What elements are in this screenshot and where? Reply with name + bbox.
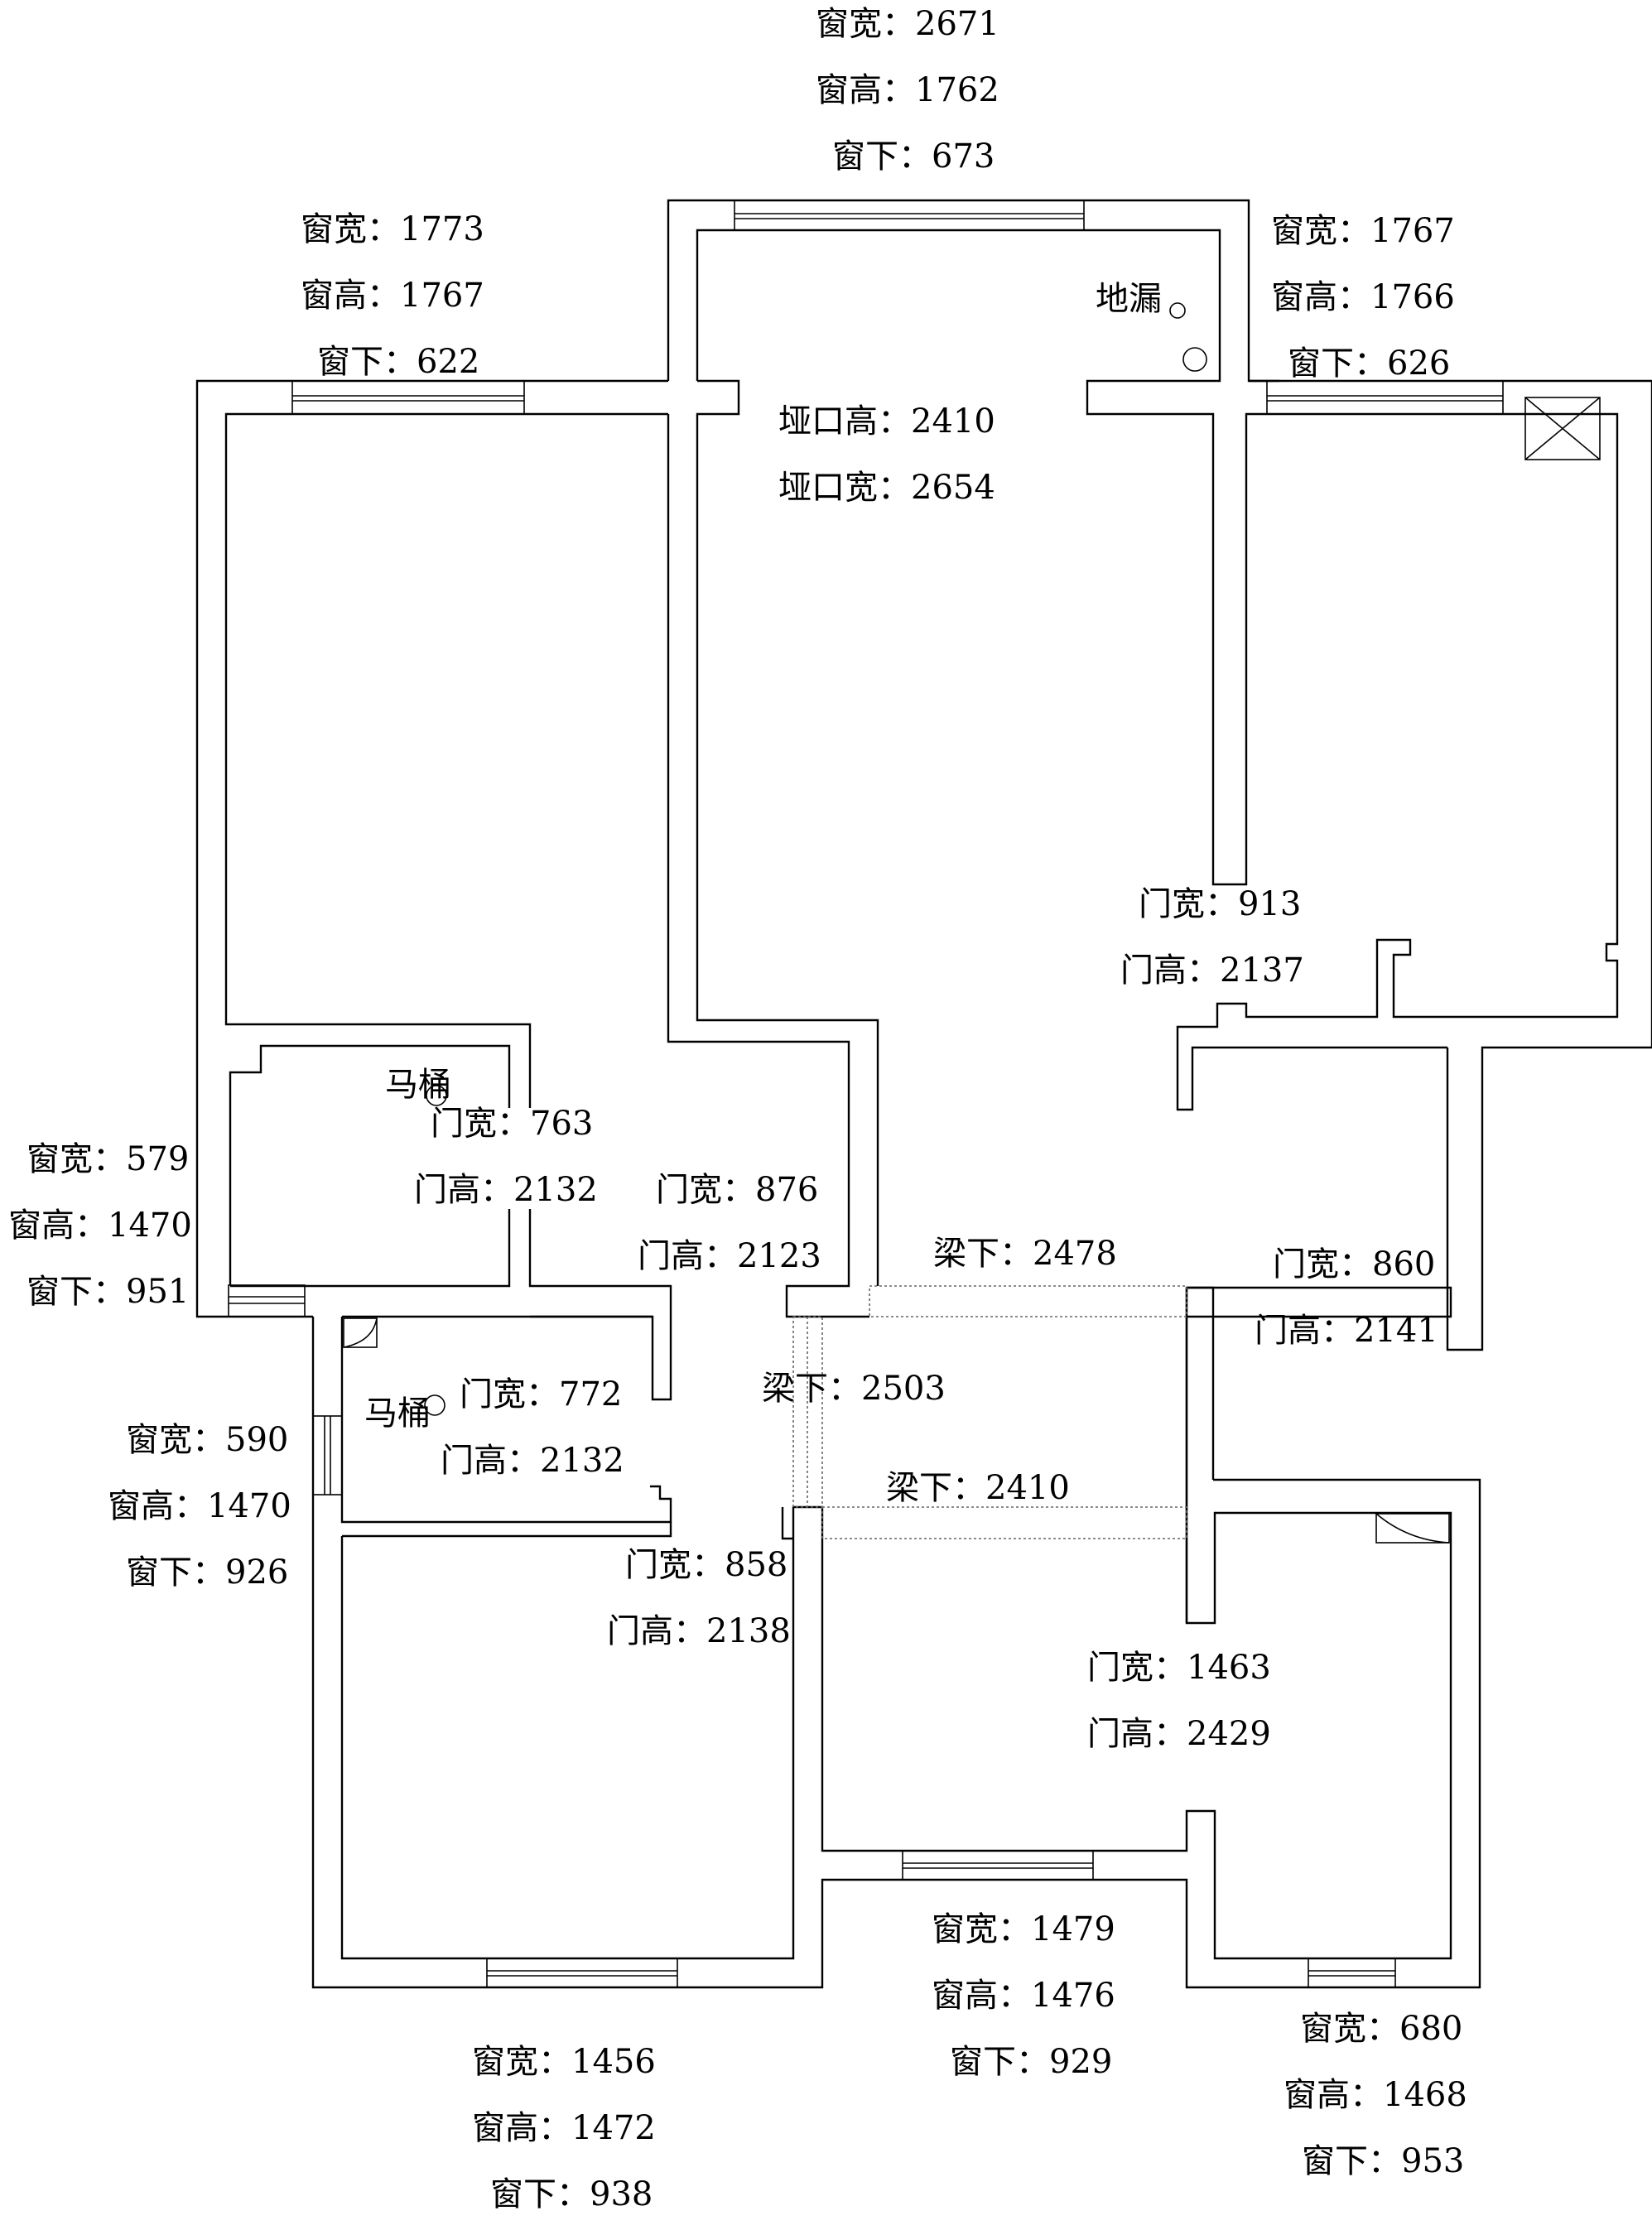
label-win-top-center-sill: 窗下：673 xyxy=(832,137,995,176)
window-top-left xyxy=(291,380,525,415)
label-door-858-height: 门高：2138 xyxy=(607,1612,791,1650)
label-floor-drain: 地漏 xyxy=(1096,280,1162,318)
wall-right-bedroom-outer xyxy=(1249,379,1652,1351)
wall-bath2-outer xyxy=(311,1317,1481,1989)
wall-top-center-inner xyxy=(696,229,1279,886)
wall-bath1-bottom xyxy=(230,1209,511,1288)
label-door-913-width: 门宽：913 xyxy=(1139,885,1301,923)
toilet-1-circle xyxy=(426,1085,447,1106)
toilet-2-circle xyxy=(424,1394,446,1416)
label-win-top-center-width: 窗宽：2671 xyxy=(816,5,999,43)
label-win-top-right-sill: 窗下：626 xyxy=(1288,344,1450,383)
label-win-left-mid-sill: 窗下：951 xyxy=(26,1273,189,1311)
floor-drain-circle-2 xyxy=(1182,347,1207,372)
window-top-center xyxy=(734,200,1085,231)
label-door-860-height: 门高：2141 xyxy=(1255,1312,1438,1350)
label-win-top-right-height: 窗高：1766 xyxy=(1271,278,1455,316)
label-door-763-width: 门宽：763 xyxy=(431,1105,593,1143)
vent-shaft xyxy=(1524,397,1601,460)
wall-bath2-inner xyxy=(340,1317,672,1524)
windows xyxy=(228,200,1504,1988)
label-win-bottom-left-height: 窗高：1472 xyxy=(472,2109,656,2147)
beams xyxy=(792,1285,1187,1539)
beam-upper xyxy=(869,1285,1187,1317)
label-win-top-left-sill: 窗下：622 xyxy=(317,343,479,381)
window-bottom-left xyxy=(486,1958,678,1988)
wall-corridor-lower xyxy=(781,1507,793,1540)
label-door-876-width: 门宽：876 xyxy=(656,1171,818,1209)
label-beam-2: 梁下：2503 xyxy=(762,1370,946,1408)
window-left-low xyxy=(312,1415,343,1495)
corner-shaft-living xyxy=(1375,1513,1450,1544)
label-door-860-width: 门宽：860 xyxy=(1273,1245,1435,1284)
label-win-top-left-width: 窗宽：1773 xyxy=(301,210,484,248)
window-bottom-mid xyxy=(902,1850,1094,1881)
label-win-bottom-left-width: 窗宽：1456 xyxy=(472,2043,656,2081)
wall-corridor-left xyxy=(667,414,869,1318)
label-win-bottom-mid-width: 窗宽：1479 xyxy=(932,1910,1115,1948)
beam-lower xyxy=(821,1506,1187,1539)
label-door-858-width: 门宽：858 xyxy=(625,1546,787,1584)
wall-right-corridor xyxy=(1187,1286,1452,1480)
label-win-left-mid-width: 窗宽：579 xyxy=(26,1140,189,1178)
labels: 窗宽：2671 窗高：1762 窗下：673 窗宽：1773 窗高：1767 窗… xyxy=(8,5,1467,2213)
wall-right-bedroom-inner xyxy=(1176,412,1619,1111)
label-win-left-mid-height: 窗高：1470 xyxy=(8,1207,192,1245)
label-win-top-left-height: 窗高：1767 xyxy=(301,277,484,315)
window-bottom-right xyxy=(1308,1958,1396,1988)
label-door-763-height: 门高：2132 xyxy=(414,1171,598,1209)
label-win-left-low-width: 窗宽：590 xyxy=(126,1421,288,1459)
label-win-top-right-width: 窗宽：1767 xyxy=(1271,212,1455,250)
label-toilet-2: 马桶 xyxy=(364,1394,431,1433)
label-win-left-low-height: 窗高：1470 xyxy=(108,1487,291,1525)
label-win-bottom-right-sill: 窗下：953 xyxy=(1302,2142,1464,2180)
corner-shaft-bath2 xyxy=(343,1317,378,1348)
wall-top-center-outer xyxy=(667,199,1279,383)
wall-left-bedroom-inner xyxy=(224,412,668,1108)
label-win-top-center-height: 窗高：1762 xyxy=(816,71,999,109)
label-win-bottom-right-height: 窗高：1468 xyxy=(1284,2076,1467,2114)
label-win-bottom-left-sill: 窗下：938 xyxy=(490,2175,653,2213)
label-beam-1: 梁下：2478 xyxy=(933,1235,1117,1273)
label-door-1463-width: 门宽：1463 xyxy=(1087,1649,1271,1687)
label-door-913-height: 门高：2137 xyxy=(1120,951,1304,990)
label-win-bottom-mid-sill: 窗下：929 xyxy=(950,2043,1112,2081)
window-left-mid xyxy=(228,1284,306,1317)
label-opening-width: 垭口宽：2654 xyxy=(778,469,995,507)
label-door-1463-height: 门高：2429 xyxy=(1087,1715,1271,1753)
window-top-right xyxy=(1266,380,1504,415)
wall-lower-left-top xyxy=(342,1522,672,1538)
label-win-bottom-mid-height: 窗高：1476 xyxy=(932,1977,1115,2015)
label-win-bottom-right-width: 窗宽：680 xyxy=(1300,2010,1462,2048)
label-opening-height: 垭口高：2410 xyxy=(778,402,995,441)
label-door-772-height: 门高：2132 xyxy=(441,1442,624,1480)
label-door-772-width: 门宽：772 xyxy=(460,1375,622,1414)
wall-bath1 xyxy=(229,1044,511,1285)
label-win-left-low-sill: 窗下：926 xyxy=(126,1553,288,1592)
wall-top-center-stub xyxy=(696,379,879,1286)
fixtures xyxy=(343,302,1601,1544)
floor-drain-circle-1 xyxy=(1169,302,1186,319)
label-beam-3: 梁下：2410 xyxy=(886,1469,1070,1507)
label-toilet-1: 马桶 xyxy=(385,1066,451,1104)
label-door-876-height: 门高：2123 xyxy=(638,1237,821,1275)
